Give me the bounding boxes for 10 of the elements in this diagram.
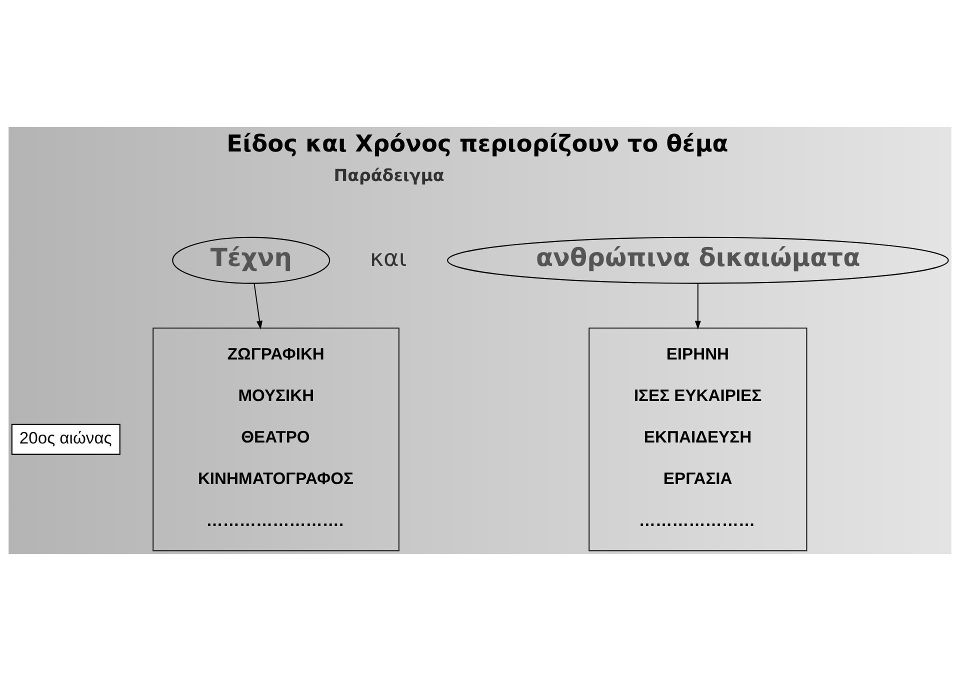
node-ellipse: Τέχνη <box>172 236 330 284</box>
node-box: ΖΩΓΡΑΦΙΚΗ ΜΟΥΣΙΚΗ ΘΕΑΤΡΟ ΚΙΝΗΜΑΤΟΓΡΑΦΟΣ ……………………. <box>152 328 400 552</box>
node-ellipse: ανθρώπινα δικαιώματα <box>447 236 949 284</box>
label: Παράδειγμα <box>334 166 444 185</box>
arrow <box>254 282 262 330</box>
node-box: 20ος αιώνας <box>11 424 120 455</box>
diagram-title: Είδος και Χρόνος περιορίζουν το θέμα <box>226 130 728 158</box>
arrow <box>694 282 701 330</box>
node-box: ΕΙΡΗΝΗ ΙΣΕΣ ΕΥΚΑΙΡΙΕΣ ΕΚΠΑΙΔΕΥΣΗ ΕΡΓΑΣΙΑ ………………… <box>588 328 808 552</box>
label: και <box>370 245 407 272</box>
